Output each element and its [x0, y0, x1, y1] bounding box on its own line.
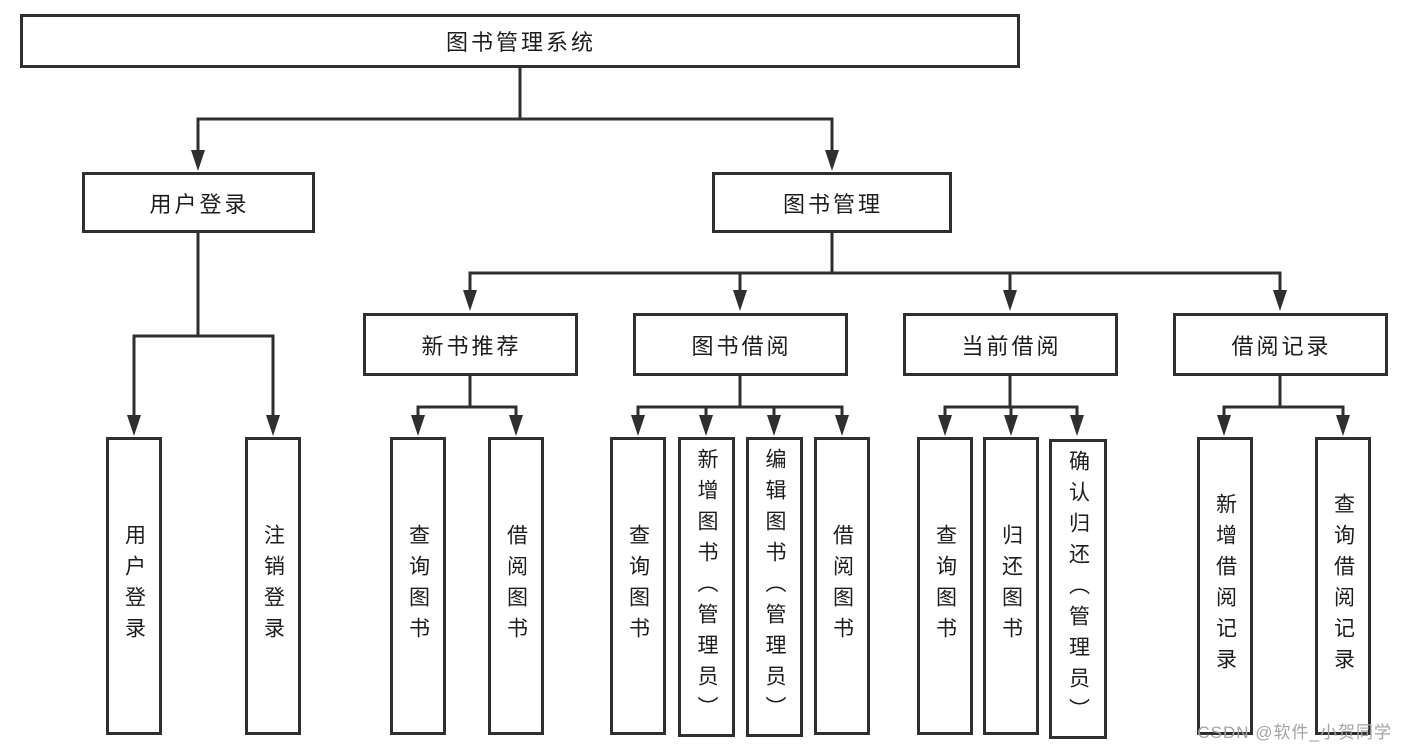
arrowhead-icon	[509, 415, 523, 436]
node-new-book-rec-label: 新书推荐	[421, 333, 522, 359]
connector-book-mgmt-branch	[468, 231, 1282, 294]
csdn-watermark: CSDN @软件_小贺同学	[1197, 723, 1392, 742]
leaf-user-login-label: 用户登录	[122, 524, 146, 648]
leaf-nbr-borrow-books: 借阅图书	[488, 437, 544, 735]
arrowhead-icon	[733, 290, 747, 311]
leaf-bb-edit-books-label: 编辑图书（管理员）	[763, 447, 786, 727]
leaf-bb-query-books-label: 查询图书	[626, 524, 650, 648]
leaf-user-login: 用户登录	[106, 437, 162, 735]
arrowhead-icon	[1217, 415, 1231, 436]
node-current-borrow: 当前借阅	[903, 313, 1118, 376]
node-new-book-rec: 新书推荐	[363, 313, 578, 376]
leaf-bb-add-books-label: 新增图书（管理员）	[695, 447, 718, 727]
arrowhead-icon	[835, 415, 849, 436]
connector-user-login-branch	[132, 231, 275, 419]
node-user-login-label: 用户登录	[149, 191, 250, 217]
arrowhead-icon	[1336, 415, 1350, 436]
node-book-mgmt-label: 图书管理	[782, 191, 883, 217]
arrowhead-icon	[411, 415, 425, 436]
connector-root-branch	[196, 66, 834, 154]
node-borrow-records: 借阅记录	[1173, 313, 1388, 376]
leaf-bb-borrow-books-label: 借阅图书	[830, 524, 854, 648]
node-root-label: 图书管理系统	[445, 30, 596, 55]
leaf-cb-return-books-label: 归还图书	[999, 524, 1023, 648]
arrowhead-icon	[1003, 290, 1017, 311]
arrowhead-icon	[1273, 290, 1287, 311]
node-book-mgmt: 图书管理	[712, 172, 952, 233]
connector-borrow-records-branch	[1222, 374, 1345, 419]
leaf-cb-query-books: 查询图书	[917, 437, 973, 735]
arrowhead-icon	[191, 150, 205, 171]
node-current-borrow-label: 当前借阅	[961, 333, 1062, 359]
node-user-login: 用户登录	[82, 172, 315, 233]
node-book-borrow: 图书借阅	[633, 313, 848, 376]
leaf-br-add-record-label: 新增借阅记录	[1213, 493, 1237, 679]
leaf-br-query-record-label: 查询借阅记录	[1331, 493, 1355, 679]
node-root: 图书管理系统	[20, 14, 1020, 68]
leaf-nbr-query-books: 查询图书	[390, 437, 446, 735]
arrowhead-icon	[631, 415, 645, 436]
leaf-cb-return-books: 归还图书	[983, 437, 1039, 735]
leaf-bb-query-books: 查询图书	[610, 437, 666, 735]
leaf-br-add-record: 新增借阅记录	[1197, 437, 1253, 735]
node-borrow-records-label: 借阅记录	[1231, 333, 1332, 359]
arrowhead-icon	[699, 415, 713, 436]
arrowhead-icon	[767, 415, 781, 436]
connector-current-borrow-branch	[943, 374, 1079, 419]
arrowhead-icon	[266, 415, 280, 436]
node-book-borrow-label: 图书借阅	[691, 333, 792, 359]
arrowhead-icon	[938, 415, 952, 436]
arrowhead-icon	[825, 150, 839, 171]
arrowhead-icon	[463, 290, 477, 311]
connector-book-borrow-branch	[636, 374, 844, 419]
leaf-bb-add-books: 新增图书（管理员）	[678, 437, 735, 737]
leaf-nbr-borrow-books-label: 借阅图书	[504, 524, 528, 648]
leaf-logout-label: 注销登录	[261, 524, 285, 648]
leaf-br-query-record: 查询借阅记录	[1315, 437, 1371, 735]
connector-new-book-rec-branch	[416, 374, 518, 419]
arrowhead-icon	[1004, 415, 1018, 436]
leaf-nbr-query-books-label: 查询图书	[406, 524, 430, 648]
arrowhead-icon	[1070, 415, 1084, 436]
leaf-cb-confirm-return-label: 确认归还（管理员）	[1066, 449, 1090, 729]
leaf-logout: 注销登录	[245, 437, 301, 735]
leaf-bb-borrow-books: 借阅图书	[814, 437, 870, 735]
arrowhead-icon	[127, 415, 141, 436]
leaf-cb-query-books-label: 查询图书	[933, 524, 957, 648]
leaf-cb-confirm-return: 确认归还（管理员）	[1049, 439, 1107, 739]
leaf-bb-edit-books: 编辑图书（管理员）	[746, 437, 803, 737]
